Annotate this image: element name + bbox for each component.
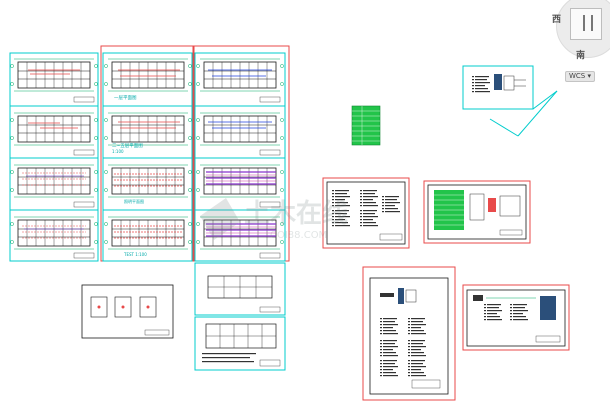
floor-plan-title: 一层平面图: [114, 95, 137, 101]
viewcube[interactable]: 西 南 WCS ▾: [548, 0, 610, 90]
lighting-plan-title: 照明平面图: [124, 198, 144, 204]
equipment-table-sheet[interactable]: [423, 180, 531, 244]
distribution-diagram-sheet[interactable]: [462, 284, 570, 351]
sheet-right-4[interactable]: [194, 209, 286, 262]
sheet-mid-2[interactable]: 二~五层平面图 1:100: [102, 105, 193, 159]
sheet-right-1[interactable]: [194, 52, 286, 107]
sheet-right-2[interactable]: [194, 105, 286, 159]
design-notes-sheet[interactable]: [322, 177, 410, 249]
sheet-right-6[interactable]: [194, 316, 286, 371]
sheet-mid-1[interactable]: 一层平面图: [102, 52, 193, 107]
sheet-left-4[interactable]: [9, 209, 99, 262]
top-view-icon: [583, 15, 593, 31]
viewcube-south-label[interactable]: 南: [576, 51, 586, 61]
viewcube-top-face[interactable]: [570, 8, 602, 40]
power-plan-title: TEST 1:100: [123, 252, 147, 257]
viewcube-west-label[interactable]: 西: [552, 15, 562, 25]
watermark-text: 土木在线: [244, 199, 348, 229]
sheet-mid-3[interactable]: 照明平面图: [102, 157, 193, 211]
watermark-subtext: COI88.COM: [270, 230, 327, 241]
sheet-left-3[interactable]: [9, 157, 99, 211]
watermark: 土木在线 COI88.COM: [200, 198, 348, 241]
sheet-left-2[interactable]: [9, 105, 99, 159]
sheet-mid-4[interactable]: TEST 1:100: [102, 209, 193, 262]
wcs-dropdown-button[interactable]: WCS ▾: [565, 71, 595, 82]
system-sheet-top[interactable]: [462, 65, 558, 137]
riser-diagram-sheet[interactable]: [362, 266, 456, 401]
legend-panel[interactable]: [351, 105, 381, 146]
sheet-right-5[interactable]: [194, 262, 286, 316]
other-floor-title: 二~五层平面图: [112, 143, 143, 149]
sheet-right-3[interactable]: [194, 157, 286, 211]
detail-sheet[interactable]: [81, 284, 174, 339]
floor-scale-label: 1:100: [112, 149, 124, 154]
sheet-left-1[interactable]: [9, 52, 99, 107]
